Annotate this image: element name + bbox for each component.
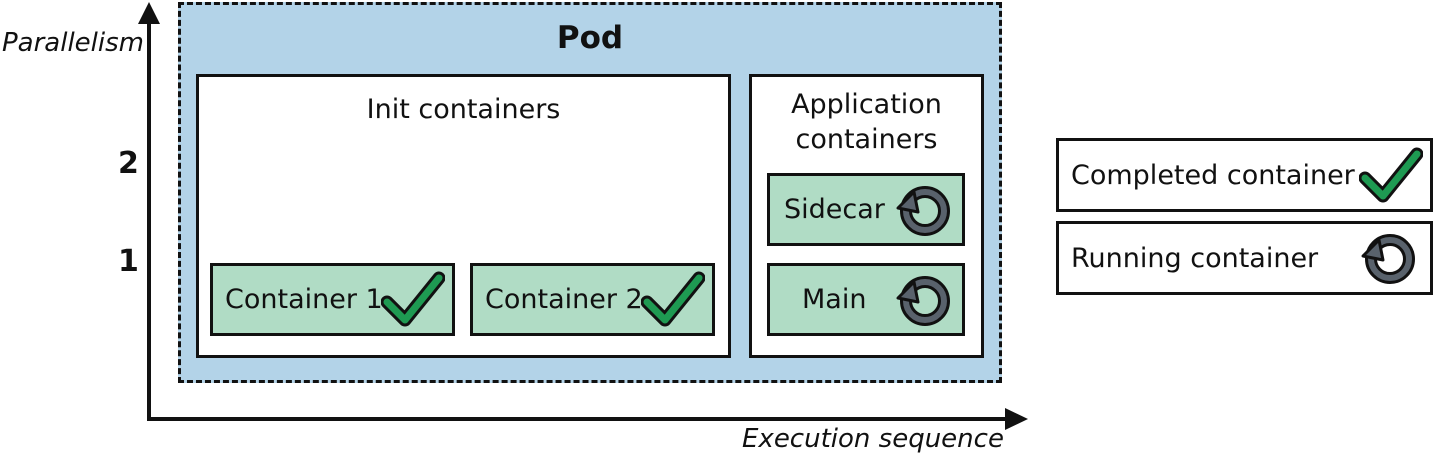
init-containers-title: Init containers bbox=[366, 94, 561, 125]
sidecar-label: Sidecar bbox=[784, 194, 885, 225]
parallelism-axis-line bbox=[147, 18, 151, 421]
container-1-label: Container 1 bbox=[225, 284, 383, 315]
x-axis-label: Execution sequence bbox=[742, 424, 1004, 454]
running-cycle-icon bbox=[896, 276, 950, 326]
legend-running-label: Running container bbox=[1071, 242, 1319, 274]
y-tick-1: 1 bbox=[118, 244, 139, 279]
sidecar-container-box: Sidecar bbox=[767, 173, 965, 246]
pod-title: Pod bbox=[556, 20, 624, 56]
legend-completed-label: Completed container bbox=[1071, 159, 1355, 191]
legend-completed: Completed container bbox=[1056, 138, 1433, 212]
container-2-box: Container 2 bbox=[470, 263, 715, 336]
legend-running: Running container bbox=[1056, 221, 1433, 295]
running-cycle-icon bbox=[896, 186, 950, 236]
execution-axis-arrowhead bbox=[1005, 408, 1028, 430]
check-icon bbox=[641, 271, 705, 327]
y-axis-label: Parallelism bbox=[2, 28, 144, 58]
container-2-label: Container 2 bbox=[485, 284, 643, 315]
check-icon bbox=[381, 271, 445, 327]
running-cycle-icon bbox=[1361, 234, 1415, 284]
main-label: Main bbox=[802, 284, 867, 315]
main-container-box: Main bbox=[767, 263, 965, 336]
y-tick-2: 2 bbox=[118, 146, 139, 181]
application-containers-title: Application containers bbox=[791, 89, 942, 155]
parallelism-axis-arrowhead bbox=[138, 2, 160, 24]
check-icon bbox=[1359, 147, 1423, 203]
execution-axis-line bbox=[149, 417, 1009, 421]
container-1-box: Container 1 bbox=[210, 263, 455, 336]
